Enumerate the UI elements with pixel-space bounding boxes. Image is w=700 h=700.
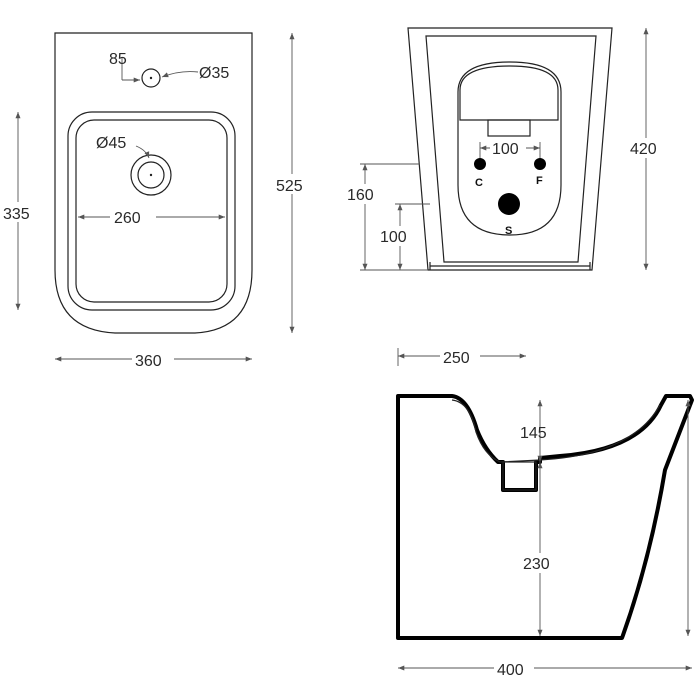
hot-water-label: F	[536, 175, 543, 187]
tap-hole-circle	[141, 68, 161, 88]
tap-hole-center	[149, 76, 153, 80]
connection-spacing-label: 100	[492, 141, 519, 158]
side-view: 250 145 230 400	[396, 346, 694, 679]
back-view-inner-outline	[425, 35, 597, 263]
cold-water-hole	[474, 158, 486, 170]
bowl-width-label: 260	[114, 210, 141, 227]
connection-height-label: 160	[347, 187, 374, 204]
top-view-outline	[54, 32, 253, 334]
drain-hole-center	[149, 173, 153, 177]
total-depth-label: 400	[497, 662, 524, 679]
depth-top-label: 250	[443, 350, 470, 367]
top-view-bowl-outer	[67, 111, 236, 311]
cold-water-label: C	[475, 177, 483, 189]
bowl-length-label: 335	[3, 206, 30, 223]
tap-offset-label: 85	[109, 51, 127, 68]
rear-connector	[487, 119, 531, 137]
drain-outlet	[502, 461, 537, 491]
top-view-bowl-inner	[75, 119, 228, 303]
rear-cistern-block	[459, 65, 559, 121]
back-view: C F S 100 420 160 100	[345, 27, 668, 271]
drain-height-label: 230	[523, 556, 550, 573]
waste-hole	[498, 193, 520, 215]
drain-hole-inner	[137, 161, 165, 189]
waste-height-label: 100	[380, 229, 407, 246]
top-view: 85 Ø35 Ø45 260 335 525 360	[2, 32, 310, 370]
total-length-label: 525	[276, 178, 303, 195]
drain-hole-outer	[130, 154, 172, 196]
hot-water-hole	[534, 158, 546, 170]
bowl-depth-label: 145	[520, 425, 547, 442]
total-width-label: 360	[135, 353, 162, 370]
back-view-outline	[407, 27, 613, 271]
rear-opening	[457, 61, 562, 236]
waste-label: S	[505, 225, 512, 237]
side-view-bowl-inner	[451, 399, 661, 463]
height-label: 420	[630, 141, 657, 158]
tap-hole-label: Ø35	[199, 65, 229, 82]
drain-hole-label: Ø45	[96, 135, 126, 152]
